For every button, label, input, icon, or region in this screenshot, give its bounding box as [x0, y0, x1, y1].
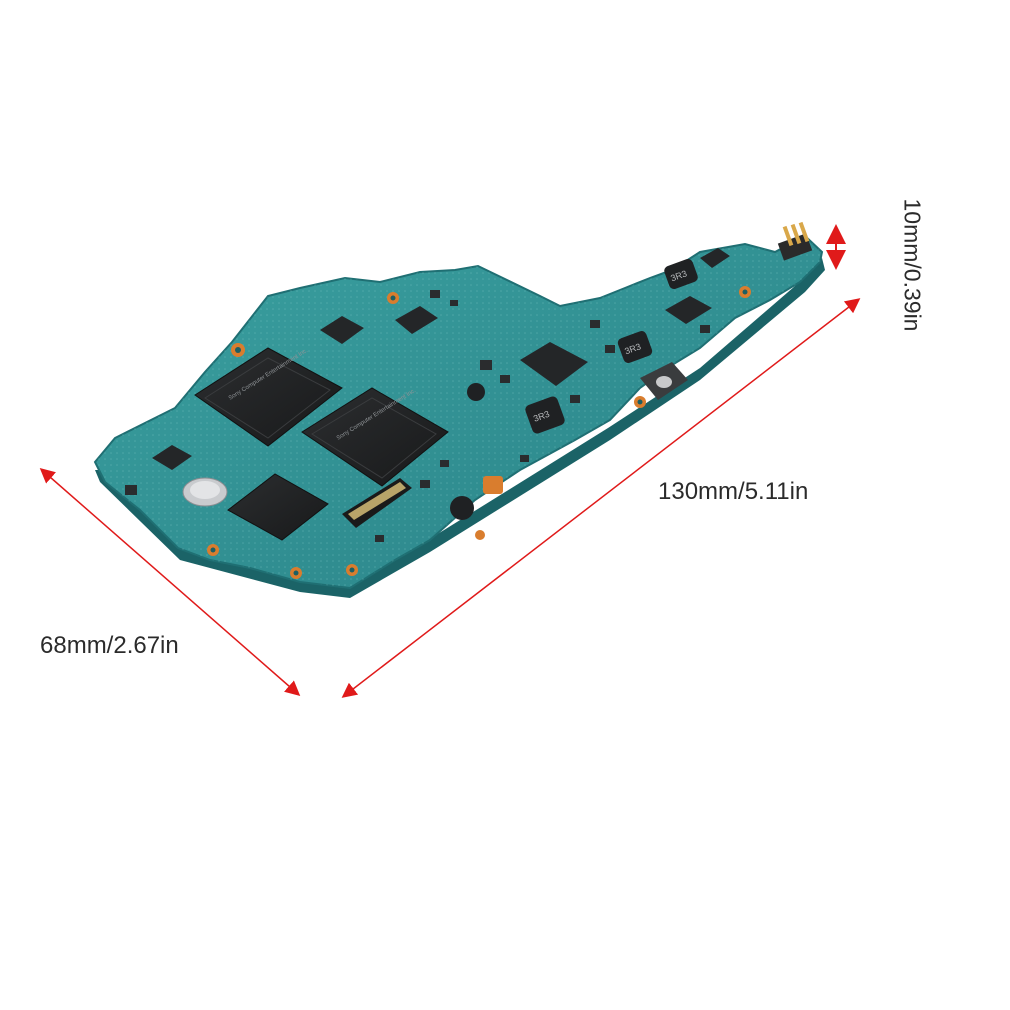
length-dimension-label: 130mm/5.11in: [658, 478, 809, 505]
length-arrow: [341, 298, 861, 698]
height-dimension-label: 10mm/0.39in: [899, 198, 926, 332]
width-arrow: [39, 468, 301, 696]
tip-connector: [777, 221, 813, 261]
width-dimension-label: 68mm/2.67in: [40, 632, 179, 659]
